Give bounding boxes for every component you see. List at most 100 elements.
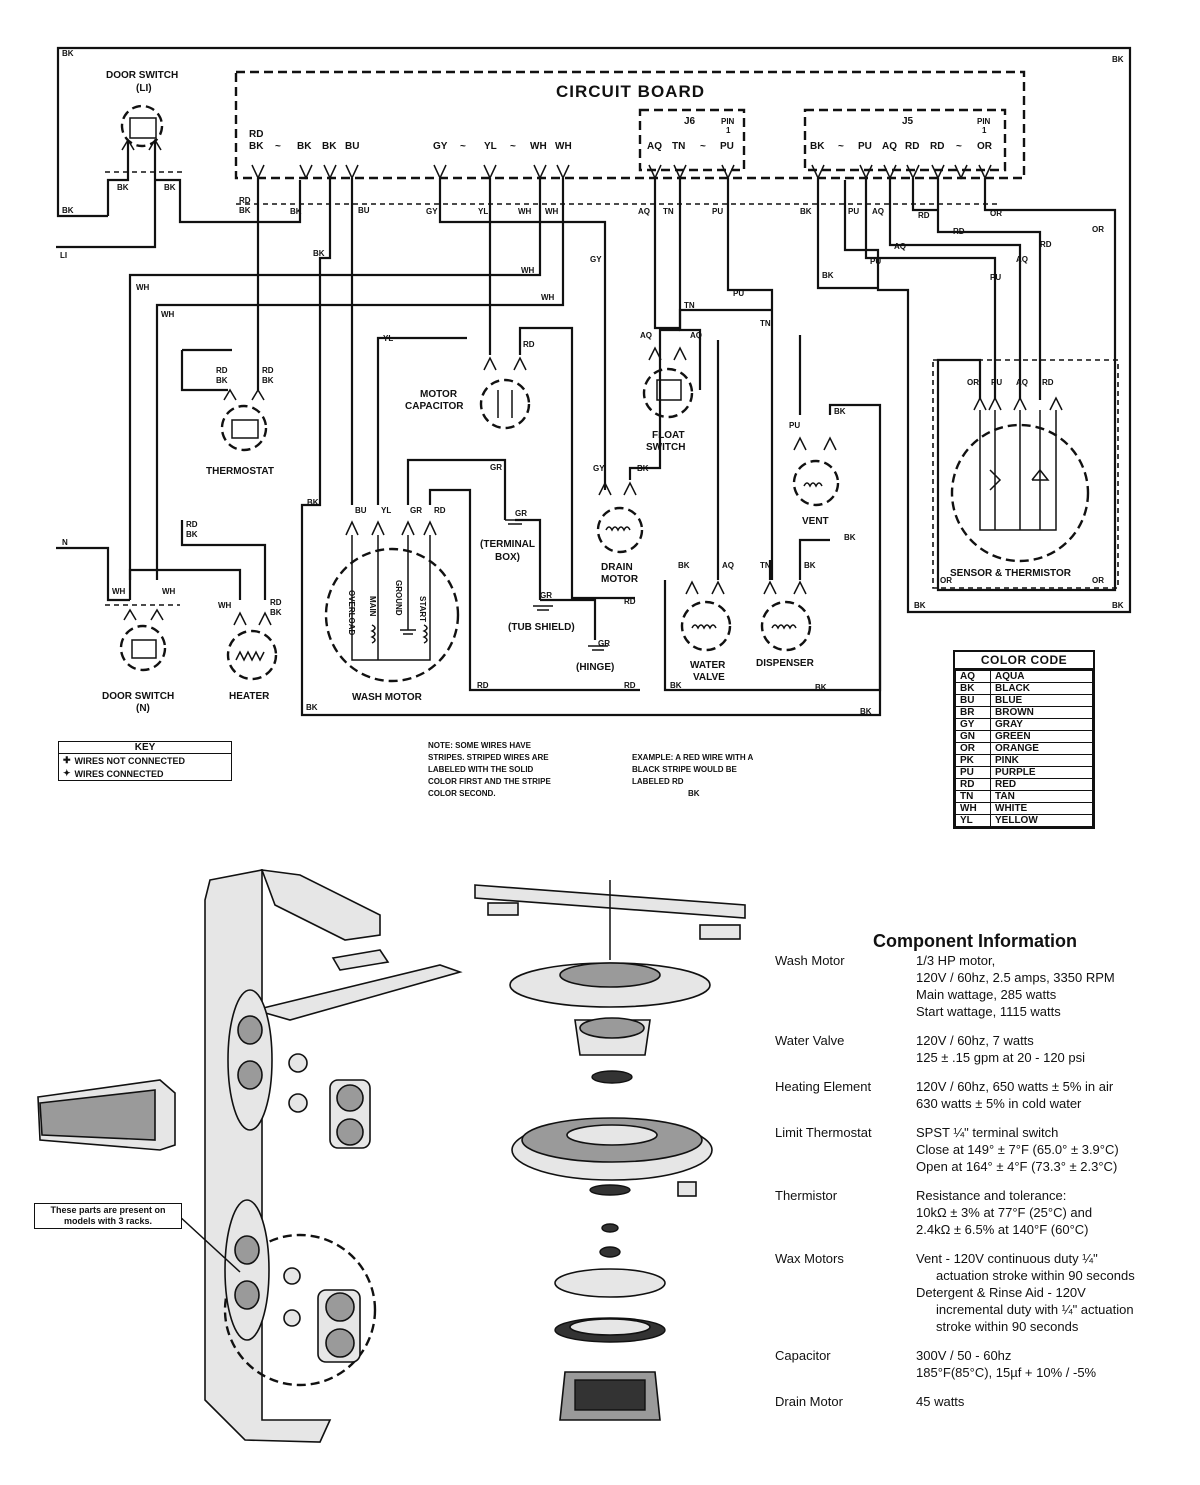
svg-text:PU: PU	[733, 289, 744, 298]
svg-text:~: ~	[956, 141, 962, 152]
spray-arm-exploded-illustration	[474, 880, 746, 1421]
svg-text:WH: WH	[555, 141, 572, 152]
color-abbrev: PK	[955, 754, 991, 767]
svg-text:1: 1	[982, 126, 987, 135]
svg-text:TN: TN	[760, 319, 771, 328]
svg-text:TN: TN	[684, 301, 695, 310]
hinge-label: (HINGE)	[576, 662, 614, 673]
color-name: AQUA	[990, 670, 1093, 683]
color-abbrev: GY	[955, 718, 991, 731]
spec-line: 2.4kΩ ± 6.5% at 140°F (60°C)	[916, 1222, 1089, 1237]
heater: HEATER	[226, 611, 278, 702]
component-name: Thermistor	[775, 1188, 838, 1203]
spec-line: incremental duty with ¼" actuation	[936, 1302, 1134, 1317]
n-label: N	[62, 538, 68, 547]
svg-text:RD: RD	[186, 520, 198, 529]
svg-text:BK: BK	[262, 376, 274, 385]
color-name: ORANGE	[990, 742, 1093, 755]
component-specs: 120V / 60hz, 650 watts ± 5% in air 630 wa…	[916, 1078, 1113, 1112]
svg-text:WH: WH	[161, 310, 175, 319]
spec-line: Start wattage, 1115 watts	[916, 1004, 1061, 1019]
water-valve: WATER VALVE	[680, 580, 732, 683]
svg-text:WH: WH	[218, 601, 232, 610]
svg-text:WH: WH	[541, 293, 555, 302]
color-name: TAN	[990, 790, 1093, 803]
svg-text:WH: WH	[162, 587, 176, 596]
svg-text:BK: BK	[678, 561, 690, 570]
key-legend: KEY ✚WIRES NOT CONNECTED ✦WIRES CONNECTE…	[58, 741, 232, 781]
key-connected: WIRES CONNECTED	[74, 768, 164, 779]
main-label: MAIN	[368, 596, 377, 617]
svg-text:BU: BU	[345, 141, 359, 152]
svg-text:AQ: AQ	[722, 561, 734, 570]
float-switch: FLOAT SWITCH	[642, 346, 694, 453]
component-name: Wax Motors	[775, 1251, 844, 1266]
spec-line: Main wattage, 285 watts	[916, 987, 1057, 1002]
svg-text:BK: BK	[1112, 601, 1124, 610]
spec-line: 10kΩ ± 3% at 77°F (25°C) and	[916, 1205, 1093, 1220]
svg-text:BK: BK	[810, 141, 825, 152]
three-rack-callout: These parts are present on models with 3…	[34, 1203, 182, 1229]
spec-line: 1/3 HP motor,	[916, 953, 996, 968]
svg-text:~: ~	[275, 141, 281, 152]
svg-text:BK: BK	[186, 530, 198, 539]
svg-text:~: ~	[460, 141, 466, 152]
motor-capacitor: MOTOR CAPACITOR	[405, 356, 531, 430]
svg-text:RD: RD	[477, 681, 489, 690]
color-abbrev: GN	[955, 730, 991, 743]
li-label: LI	[60, 251, 67, 260]
svg-text:BK: BK	[804, 561, 816, 570]
spec-line: Open at 164° ± 4°F (73.3° ± 2.3°C)	[916, 1159, 1118, 1174]
svg-text:STRIPES. STRIPED WIRES ARE: STRIPES. STRIPED WIRES ARE	[428, 753, 549, 762]
svg-text:RD: RD	[523, 340, 535, 349]
svg-text:BK: BK	[322, 141, 337, 152]
svg-text:BK: BK	[914, 601, 926, 610]
component-info-title: Component Information	[873, 931, 1077, 951]
svg-text:PU: PU	[789, 421, 800, 430]
svg-text:OR: OR	[967, 378, 979, 387]
svg-text:AQ: AQ	[894, 242, 906, 251]
svg-text:BK: BK	[216, 376, 228, 385]
svg-text:WH: WH	[136, 283, 150, 292]
svg-text:YL: YL	[478, 207, 488, 216]
sensor-thermistor-label: SENSOR & THERMISTOR	[950, 568, 1072, 579]
svg-text:RD: RD	[918, 211, 930, 220]
spec-line: 120V / 60hz, 650 watts ± 5% in air	[916, 1079, 1114, 1094]
svg-text:1: 1	[726, 126, 731, 135]
color-name: PINK	[990, 754, 1093, 767]
component-specs: Vent - 120V continuous duty ¼"actuation …	[916, 1250, 1135, 1335]
svg-text:BLACK STRIPE WOULD BE: BLACK STRIPE WOULD BE	[632, 765, 738, 774]
color-name: BLUE	[990, 694, 1093, 707]
door-switch-li-label: DOOR SWITCH	[106, 70, 178, 81]
wash-motor: OVERLOAD MAIN GROUND START WASH MOTOR	[324, 520, 460, 703]
door-switch-n-label: DOOR SWITCH	[102, 691, 174, 702]
svg-text:TN: TN	[663, 207, 674, 216]
svg-text:RD: RD	[434, 506, 446, 515]
color-name: YELLOW	[990, 814, 1093, 827]
svg-text:NOTE: SOME WIRES HAVE: NOTE: SOME WIRES HAVE	[428, 741, 532, 750]
dispenser-label: DISPENSER	[756, 658, 815, 669]
color-name: BLACK	[990, 682, 1093, 695]
color-name: RED	[990, 778, 1093, 791]
spec-line: 630 watts ± 5% in cold water	[916, 1096, 1082, 1111]
svg-text:RD: RD	[624, 597, 636, 606]
svg-text:VALVE: VALVE	[693, 672, 725, 683]
svg-text:GR: GR	[598, 639, 610, 648]
svg-text:BK: BK	[164, 183, 176, 192]
svg-text:BU: BU	[355, 506, 367, 515]
svg-text:BK: BK	[670, 681, 682, 690]
svg-text:(N): (N)	[136, 703, 150, 714]
water-valve-label: WATER	[690, 660, 726, 671]
thermostat-label: THERMOSTAT	[206, 466, 274, 477]
svg-text:PU: PU	[870, 257, 881, 266]
